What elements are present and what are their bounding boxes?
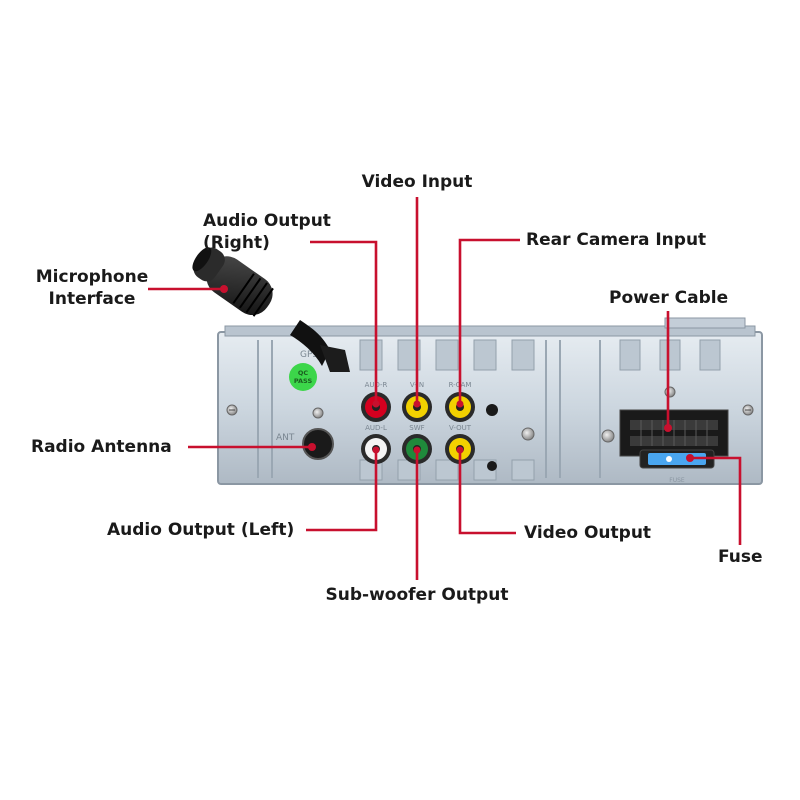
- microphone-plug: [192, 247, 350, 372]
- fuse-marking: FUSE: [669, 477, 685, 484]
- jack-label-swf: SWF: [409, 424, 424, 432]
- antenna-port-label: ANT: [276, 433, 295, 443]
- label-audio-output-right: Audio Output (Right): [203, 211, 331, 253]
- leader-dots: [220, 285, 694, 462]
- label-audio-output-left: Audio Output (Left): [107, 520, 295, 540]
- jack-label-l-out: AUD-L: [365, 424, 387, 432]
- svg-text:PASS: PASS: [294, 377, 313, 385]
- jack-label-v-out: V-OUT: [449, 424, 472, 432]
- label-radio-antenna: Radio Antenna: [31, 437, 172, 457]
- label-power-cable: Power Cable: [609, 288, 729, 308]
- small-hole: [486, 404, 498, 471]
- power-connector: [619, 409, 729, 457]
- mounting-screw-left: [226, 404, 238, 416]
- label-video-input: Video Input: [361, 172, 473, 192]
- qc-pass-sticker: QC PASS: [289, 363, 317, 391]
- gps-port-label: GPS: [300, 350, 318, 360]
- panel-screw: [312, 386, 676, 443]
- label-video-output: Video Output: [524, 523, 652, 543]
- label-fuse: Fuse: [718, 547, 763, 567]
- antenna-port: [302, 428, 334, 460]
- svg-text:QC: QC: [298, 369, 309, 377]
- label-rear-camera-input: Rear Camera Input: [526, 230, 707, 250]
- leader-lines: [148, 197, 742, 580]
- label-microphone-interface: Microphone Interface: [35, 267, 149, 309]
- mounting-screw-right: [742, 404, 754, 416]
- label-subwoofer-output: Sub-woofer Output: [325, 585, 509, 605]
